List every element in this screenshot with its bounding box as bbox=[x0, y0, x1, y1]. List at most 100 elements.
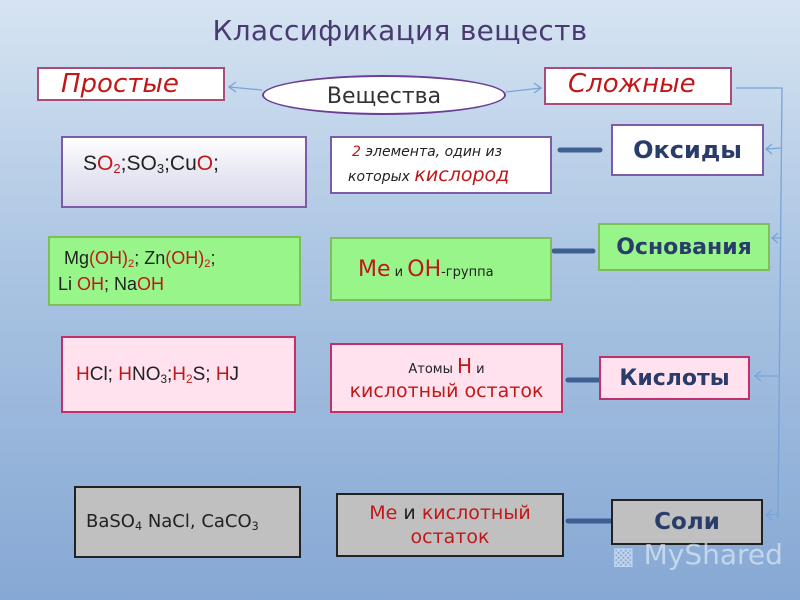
arrow-to-complex-head bbox=[533, 82, 543, 94]
simple-substances-label: Простые bbox=[61, 69, 179, 99]
formula-token: O bbox=[196, 152, 214, 175]
formula-token: Cl; bbox=[89, 363, 119, 385]
oxides-definition-number: 2 bbox=[352, 144, 361, 160]
watermark-text: MyShared bbox=[643, 538, 783, 571]
acids-definition-h: H bbox=[456, 354, 473, 378]
oxides-definition-line2: которых кислород bbox=[348, 164, 550, 186]
bases-class-box: Основания bbox=[598, 223, 770, 271]
salts-formulas: BaSO4 NaCl, CaCO3 bbox=[86, 511, 299, 533]
right-bracket-line bbox=[736, 87, 783, 519]
formula-token: OH bbox=[77, 273, 105, 294]
formula-token: 3 bbox=[251, 520, 259, 533]
acids-formulas: HCl; HNO3;H2S; HJ bbox=[76, 364, 294, 386]
acids-definition-line1: Атомы H и bbox=[408, 354, 484, 378]
bases-formulas-line2: Li OH; NaOH bbox=[58, 274, 299, 295]
formula-token: 2 bbox=[204, 257, 211, 270]
acids-examples-box: HCl; HNO3;H2S; HJ bbox=[61, 336, 296, 413]
formula-token: ; bbox=[164, 152, 170, 175]
watermark: ▩ MyShared bbox=[612, 538, 783, 571]
arrow-to-complex bbox=[505, 87, 542, 93]
salts-class-box: Соли bbox=[611, 499, 763, 545]
formula-token: ; bbox=[120, 152, 127, 175]
bases-definition-metal: Me bbox=[358, 256, 391, 282]
salts-class-label: Соли bbox=[654, 509, 720, 535]
formula-token: 2 bbox=[186, 372, 193, 386]
bases-formulas-line1: Mg(OH)2; Zn(OH)2; bbox=[58, 248, 299, 270]
formula-token: H bbox=[76, 363, 90, 385]
formula-token: 3 bbox=[156, 161, 165, 176]
oxides-class-box: Оксиды bbox=[611, 124, 764, 176]
formula-token: ; Na bbox=[104, 273, 138, 294]
formula-token: S bbox=[83, 152, 98, 175]
salts-definition-metal: Me bbox=[369, 502, 398, 524]
arrow-to-salts bbox=[765, 513, 779, 516]
formula-token: Zn bbox=[144, 247, 166, 268]
acids-definition-box: Атомы H и кислотный остаток bbox=[330, 343, 563, 413]
formula-token: ; bbox=[213, 152, 219, 175]
formula-token: H bbox=[118, 363, 132, 385]
salts-definition-residue: остаток bbox=[410, 526, 490, 548]
oxides-examples-box: SO2;SO3;CuO; bbox=[61, 136, 307, 208]
formula-token: H bbox=[215, 363, 230, 385]
bases-definition: Me и OH-группа bbox=[358, 257, 550, 282]
salts-definition-and: и bbox=[397, 502, 422, 524]
substances-label: Вещества bbox=[326, 84, 442, 109]
bases-examples-box: Mg(OH)2; Zn(OH)2; Li OH; NaOH bbox=[48, 236, 301, 306]
formula-token: O bbox=[97, 152, 114, 175]
formula-token: 3 bbox=[160, 372, 168, 386]
arrow-to-acids-head bbox=[753, 370, 762, 382]
salts-definition-acidic: кислотный bbox=[421, 502, 531, 524]
oxides-definition-box: 2 элемента, один из которых кислород bbox=[330, 136, 552, 194]
formula-token: 2 bbox=[128, 257, 135, 270]
formula-token: (OH) bbox=[89, 247, 129, 268]
oxides-definition-line1: 2 элемента, один из bbox=[348, 144, 550, 160]
formula-token: ; bbox=[134, 247, 145, 268]
arrow-to-salts-head bbox=[764, 509, 773, 521]
complex-substances-label: Сложные bbox=[568, 69, 696, 99]
formula-token: Li bbox=[58, 273, 78, 294]
complex-substances-box: Сложные bbox=[544, 67, 732, 105]
formula-token: ; bbox=[167, 363, 173, 385]
oxides-definition-text1: элемента, один из bbox=[360, 144, 503, 160]
formula-token: 4 bbox=[134, 520, 143, 533]
arrow-to-simple-head bbox=[227, 81, 237, 93]
salts-definition-box: Me и кислотный остаток bbox=[336, 493, 564, 557]
arrow-to-oxides-head bbox=[764, 143, 773, 155]
substances-oval: Вещества bbox=[262, 75, 506, 115]
page-title: Классификация веществ bbox=[212, 14, 588, 47]
bases-class-label: Основания bbox=[616, 234, 752, 260]
formula-token: OH bbox=[137, 273, 165, 294]
bases-definition-group: -группа bbox=[441, 264, 494, 280]
formula-token: (OH) bbox=[165, 247, 205, 268]
formula-token: BaSO bbox=[86, 511, 135, 532]
formula-token: NaCl, CaCO bbox=[142, 511, 252, 532]
formula-token: H bbox=[172, 363, 187, 385]
formula-token: J bbox=[229, 363, 240, 385]
formula-token: 2 bbox=[113, 161, 121, 176]
formula-token: S; bbox=[192, 363, 216, 385]
bases-definition-and: и bbox=[390, 264, 408, 280]
formula-token: Mg bbox=[64, 247, 90, 268]
oxides-class-label: Оксиды bbox=[633, 136, 742, 164]
formula-token: ; bbox=[210, 247, 216, 268]
salts-definition-line1: Me и кислотный bbox=[369, 502, 530, 524]
arrow-to-oxides bbox=[765, 147, 783, 150]
arrow-to-bases-head bbox=[770, 232, 779, 244]
bases-definition-oh: OH bbox=[407, 256, 442, 282]
oxides-definition-oxygen: кислород bbox=[414, 164, 510, 186]
simple-substances-box: Простые bbox=[37, 67, 225, 101]
watermark-icon: ▩ bbox=[612, 542, 635, 570]
bases-definition-box: Me и OH-группа bbox=[330, 237, 552, 301]
oxides-formulas: SO2;SO3;CuO; bbox=[83, 152, 305, 176]
acids-definition-residue: кислотный остаток bbox=[349, 380, 544, 402]
formula-token: NO bbox=[131, 363, 161, 385]
salts-examples-box: BaSO4 NaCl, CaCO3 bbox=[74, 486, 301, 558]
acids-definition-atoms: Атомы bbox=[408, 362, 457, 377]
oxides-definition-text2: которых bbox=[348, 169, 415, 185]
arrow-to-simple bbox=[228, 86, 263, 91]
acids-class-label: Кислоты bbox=[619, 365, 730, 391]
formula-token: S bbox=[126, 152, 141, 175]
acids-definition-and: и bbox=[472, 362, 485, 377]
formula-token: O bbox=[140, 152, 157, 175]
